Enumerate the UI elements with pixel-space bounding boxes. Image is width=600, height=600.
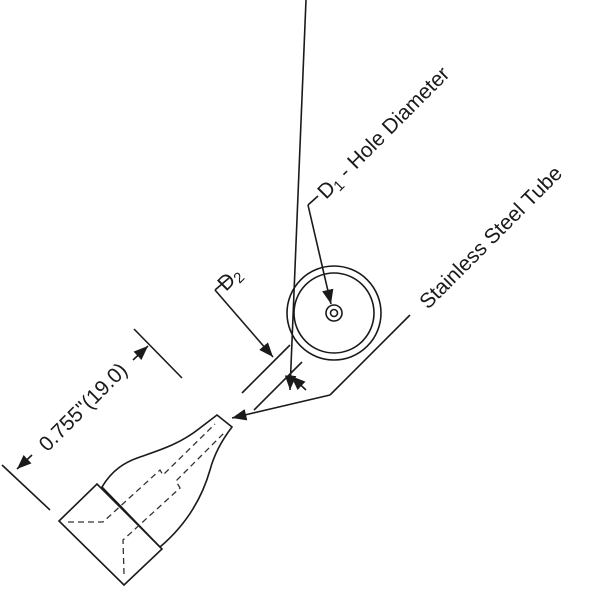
length-dimension: 0.755"(19.0) bbox=[1, 328, 183, 511]
d1-callout: D1 - Hole Diameter bbox=[307, 63, 456, 305]
d1-label: D1 - Hole Diameter bbox=[313, 63, 456, 206]
hidden-bore-lines bbox=[68, 423, 226, 575]
tube-callout: Stainless Steel Tube bbox=[231, 162, 567, 421]
d2-callout: D2 bbox=[213, 0, 307, 411]
d2-arrow bbox=[290, 375, 307, 391]
nozzle-cap bbox=[57, 482, 164, 587]
tube-cross-section bbox=[286, 265, 382, 361]
length-label: 0.755"(19.0) bbox=[35, 359, 132, 456]
tube-label: Stainless Steel Tube bbox=[415, 162, 567, 314]
nozzle-body bbox=[101, 413, 234, 549]
d2-label: D2 bbox=[213, 263, 248, 298]
nozzle bbox=[57, 413, 234, 587]
